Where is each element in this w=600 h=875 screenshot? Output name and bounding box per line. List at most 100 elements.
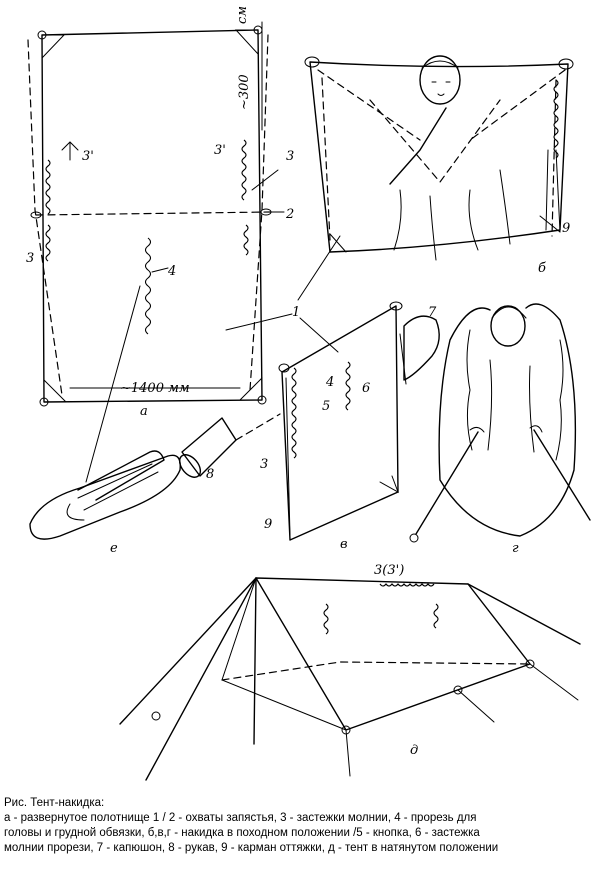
leader-1b <box>297 235 341 301</box>
peg-ring <box>525 659 535 669</box>
sleeve-8: 8 <box>178 413 281 482</box>
peg-ring <box>341 725 351 735</box>
label-3prime-left: 3' <box>82 149 94 164</box>
sleeve-cuff <box>178 454 202 478</box>
label-4-v: 4 <box>325 375 334 390</box>
pole-right <box>533 429 591 521</box>
cape-fold-lines <box>317 69 566 241</box>
left-dashed-edge <box>27 39 63 396</box>
leader-1a <box>225 313 293 331</box>
folded-slot-zipper <box>345 361 351 411</box>
leader-3 <box>251 169 279 191</box>
detail-ridge <box>77 450 165 501</box>
panel-e-slot-detail: е <box>29 450 181 556</box>
cape-g-outline <box>438 303 577 537</box>
caption-line-2: головы и грудной обвязки, б,в,г - накидк… <box>4 827 480 839</box>
caption-line-1: а - развернутое полотнище 1 / 2 - охваты… <box>4 812 477 824</box>
guy-line-left <box>119 577 257 725</box>
pole-left <box>415 431 479 535</box>
label-fig-b: б <box>538 261 546 276</box>
hands-g <box>469 425 543 433</box>
corner-ring <box>257 395 267 405</box>
detail-base <box>29 454 181 540</box>
guy-line-bottom <box>345 729 351 777</box>
tent-base-dashed <box>221 661 531 681</box>
label-3-v: 3 <box>260 457 268 472</box>
tent-front-edge <box>221 577 347 731</box>
panel-a-unfolded-sheet: см ~300 3' 3' 3 2 3 4 ~1400 мм а <box>26 6 294 483</box>
detail-lines <box>66 463 159 521</box>
label-fig-a: а <box>140 404 148 419</box>
cap <box>421 60 459 69</box>
peg-ring <box>453 685 463 695</box>
drapes <box>393 169 511 261</box>
arm-left <box>389 107 447 185</box>
label-5: 5 <box>322 399 330 414</box>
tent-roof <box>255 577 531 731</box>
label-width-dim: ~1400 мм <box>120 381 190 396</box>
hood-g <box>491 306 527 319</box>
label-3-3prime: 3(3') <box>374 563 404 578</box>
guy-line-back <box>467 583 581 645</box>
label-fig-g: г <box>512 541 519 556</box>
folded-sheet-outline <box>281 305 399 541</box>
panel-v-folded-sheet: 7 4 5 6 3 9 в <box>260 301 440 552</box>
hood-zipper <box>399 333 407 385</box>
corner-ring <box>39 397 49 407</box>
ring-left <box>278 363 290 373</box>
leader-4 <box>151 267 169 273</box>
label-fig-e: е <box>110 541 118 556</box>
label-6: 6 <box>362 381 370 396</box>
tent-slot-2 <box>433 603 439 629</box>
label-fig-v: в <box>340 537 348 552</box>
panel-d-tent: 3(3') д <box>119 563 581 781</box>
diagram-canvas: см ~300 3' 3' 3 2 3 4 ~1400 мм а б 9 <box>26 6 591 781</box>
strap <box>545 149 561 233</box>
cape-chest-fold <box>369 99 501 183</box>
sheet-outline <box>41 29 263 403</box>
label-3-left: 3 <box>26 251 34 266</box>
guy-line-corner <box>529 663 579 701</box>
label-9-b: 9 <box>562 221 570 236</box>
label-9-v: 9 <box>264 517 272 532</box>
hand-left <box>304 56 320 68</box>
ring-top <box>389 301 403 311</box>
hand-right <box>558 58 574 70</box>
head-front <box>419 55 461 105</box>
label-1: 1 <box>292 305 300 320</box>
guy-line-front <box>145 577 257 781</box>
hood <box>403 315 440 381</box>
cape-outline <box>309 61 569 253</box>
label-3-right: 3 <box>286 149 294 164</box>
figure-caption: Рис. Тент-накидка: а - развернутое полот… <box>4 796 596 856</box>
label-4-a: 4 <box>167 264 176 279</box>
corner-pockets-b <box>329 215 561 253</box>
panel-g-cape-worn: г <box>409 303 591 556</box>
folded-zipper <box>291 367 297 459</box>
leader-3prime <box>61 141 79 161</box>
leader-to-detail-e <box>85 285 141 483</box>
pocket-corner <box>379 475 399 494</box>
pole-tip-left <box>409 533 419 543</box>
tent-cape-diagram: см ~300 3' 3' 3 2 3 4 ~1400 мм а б 9 <box>26 6 591 781</box>
label-7: 7 <box>428 305 437 320</box>
tent-pole <box>253 577 257 745</box>
label-fig-d: д <box>410 743 418 758</box>
head-slot <box>144 237 152 335</box>
label-3prime-right: 3' <box>214 143 226 158</box>
label-2: 2 <box>285 207 294 222</box>
fold-line <box>35 211 271 216</box>
panel-b-cape-front: б 9 <box>297 55 574 301</box>
corner-ring <box>37 30 47 40</box>
corner-pockets <box>41 29 263 403</box>
folded-edge <box>285 377 291 537</box>
drapes-g <box>466 329 564 461</box>
right-zipper <box>241 139 249 256</box>
left-wrist-loop <box>30 211 42 219</box>
face <box>431 81 451 96</box>
label-unit-cm: см <box>235 6 250 24</box>
leader-1c <box>299 317 339 353</box>
caption-title: Рис. Тент-накидка: <box>4 797 105 809</box>
label-height-dim: ~300 <box>237 74 252 110</box>
label-8: 8 <box>206 467 214 482</box>
